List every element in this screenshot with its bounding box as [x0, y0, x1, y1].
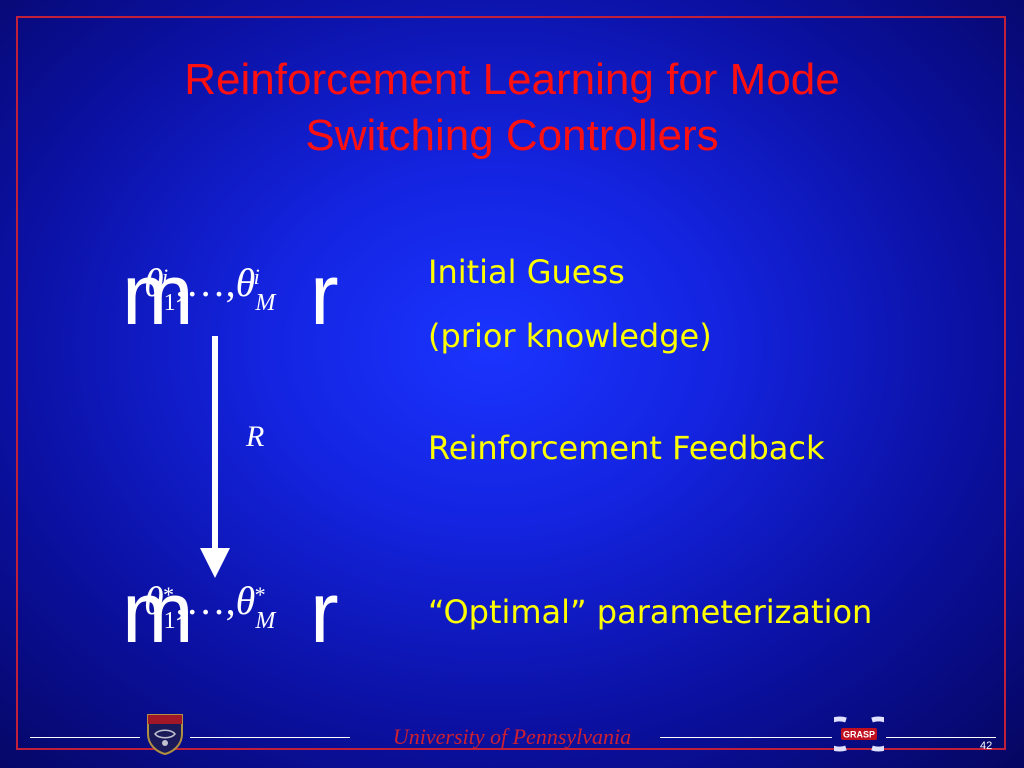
footer-rule-left — [30, 737, 140, 738]
prior-knowledge-label: (prior knowledge) — [428, 317, 712, 355]
page-number: 42 — [980, 740, 993, 752]
university-seal-icon — [142, 712, 188, 756]
title-line-2: Switching Controllers — [305, 111, 719, 160]
theta-symbol: θ — [144, 578, 164, 623]
theta-superscript: i — [253, 264, 260, 289]
optimal-parameter-set: m θ*1,…,θ*M r — [122, 570, 362, 660]
close-brace: r — [310, 565, 339, 661]
footer-rule-right — [886, 737, 996, 738]
theta-superscript: * — [162, 582, 173, 607]
optimal-theta-expression: θ*1,…,θ*M — [144, 578, 275, 634]
grasp-logo-text: GRASP — [843, 730, 875, 740]
theta-subscript-first: 1 — [163, 290, 176, 316]
footer-rule-center-left — [190, 737, 350, 738]
theta-superscript: * — [253, 582, 265, 607]
title-line-1: Reinforcement Learning for Mode — [184, 55, 840, 104]
open-brace: m — [122, 565, 194, 661]
theta-subscript-last: M — [255, 290, 276, 316]
reinforcement-feedback-label: Reinforcement Feedback — [428, 429, 825, 467]
feedback-arrow-head — [200, 548, 230, 578]
theta-subscript-first: 1 — [163, 608, 176, 634]
feedback-arrow-shaft — [212, 336, 218, 552]
open-brace: m — [122, 247, 194, 343]
slide-frame — [16, 16, 1006, 750]
ellipsis: ,…, — [175, 260, 236, 305]
ellipsis: ,…, — [175, 578, 236, 623]
slide-title: Reinforcement Learning for Mode Switchin… — [0, 52, 1024, 164]
theta-symbol: θ — [144, 260, 164, 305]
theta-subscript-last: M — [255, 608, 276, 634]
optimal-parameterization-label: “Optimal” parameterization — [428, 593, 873, 631]
theta-symbol: θ — [235, 578, 256, 623]
reward-label: R — [246, 420, 265, 453]
footer-rule-center-right — [660, 737, 832, 738]
university-name: University of Pennsylvania — [392, 724, 632, 749]
theta-symbol: θ — [235, 260, 256, 305]
close-brace: r — [310, 247, 339, 343]
initial-guess-label: Initial Guess — [428, 253, 625, 291]
theta-superscript: i — [162, 264, 169, 289]
grasp-logo: GRASP — [819, 714, 899, 754]
